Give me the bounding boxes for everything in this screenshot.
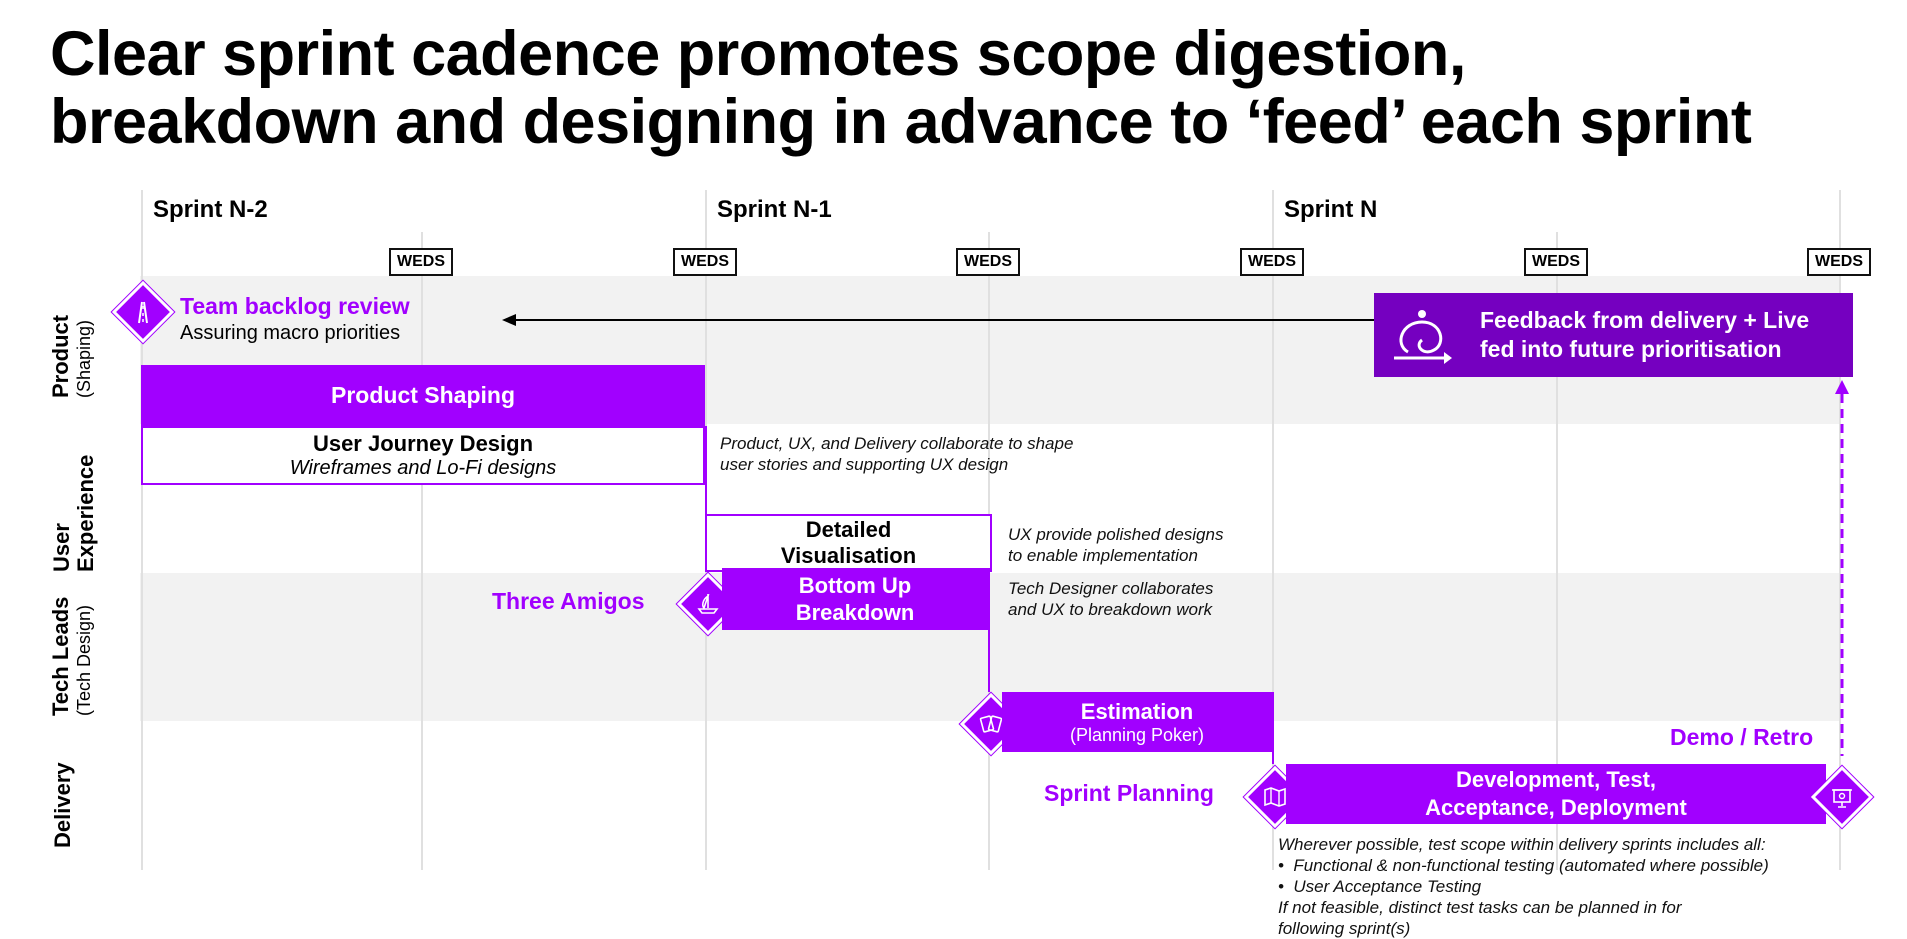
collab-note: Product, UX, and Delivery collaborate to…: [720, 433, 1073, 475]
note-bullet-text: User Acceptance Testing: [1293, 877, 1482, 896]
sailboat-icon: [697, 594, 719, 614]
bottom-up-line-1: Bottom Up: [798, 573, 912, 598]
sprint-label-n-2: Sprint N-2: [153, 196, 268, 223]
detailed-visualisation-box: Detailed Visualisation: [705, 514, 992, 572]
lane-label-tech: Tech Leads (Tech Design): [48, 596, 95, 716]
title-line-2: breakdown and designing in advance to ‘f…: [50, 87, 1752, 157]
backlog-subtitle: Assuring macro priorities: [180, 322, 401, 344]
development-line-1: Development, Test,: [1455, 767, 1657, 792]
lane-title: Tech Leads: [48, 596, 73, 716]
development-box: Development, Test, Acceptance, Deploymen…: [1286, 764, 1826, 824]
note-line: Tech Designer collaborates: [1008, 579, 1214, 598]
backlog-diamond: [111, 280, 175, 344]
presentation-board-icon: [1832, 789, 1852, 808]
grid-line: [1272, 190, 1274, 870]
grid-line: [141, 190, 143, 870]
test-scope-note: Wherever possible, test scope within del…: [1278, 834, 1769, 939]
weds-marker: WEDS: [1807, 248, 1871, 276]
user-journey-design-box: User Journey Design Wireframes and Lo-Fi…: [141, 426, 705, 485]
note-line: UX provide polished designs: [1008, 525, 1224, 544]
three-amigos-label: Three Amigos: [492, 588, 645, 614]
tech-note: Tech Designer collaborates and UX to bre…: [1008, 578, 1213, 620]
feedback-line-1: Feedback from delivery + Live: [1480, 307, 1810, 333]
lane-title: User Experience: [49, 454, 98, 572]
lane-label-ux: User Experience: [49, 402, 98, 572]
lane-label-delivery: Delivery: [50, 762, 75, 848]
estimation-title: Estimation: [1080, 698, 1194, 724]
title-line-1: Clear sprint cadence promotes scope dige…: [50, 19, 1466, 89]
development-line-2: Acceptance, Deployment: [1425, 795, 1687, 820]
grid-line: [1839, 190, 1841, 870]
demo-feedback-arrow: [1835, 380, 1849, 756]
detailed-vis-line-2: Visualisation: [780, 543, 917, 568]
bottom-up-breakdown-box: Bottom Up Breakdown: [722, 568, 988, 630]
connector-line: [705, 426, 707, 516]
feedback-box: Feedback from delivery + Live fed into f…: [1374, 293, 1853, 377]
page-title: Clear sprint cadence promotes scope dige…: [50, 20, 1890, 156]
bottom-up-line-2: Breakdown: [795, 600, 915, 625]
sprint-label-n: Sprint N: [1284, 196, 1378, 223]
estimation-subtitle: (Planning Poker): [1069, 724, 1205, 745]
product-shaping-box: Product Shaping: [141, 365, 705, 426]
estimation-diamond: [959, 692, 1023, 756]
lane-title: Delivery: [50, 762, 75, 848]
loop-arrow-icon: [1394, 310, 1452, 364]
note-bullet-text: Functional & non-functional testing (aut…: [1293, 856, 1769, 875]
detailed-vis-line-1: Detailed: [805, 517, 892, 542]
note-bullet: • User Acceptance Testing: [1278, 877, 1482, 896]
lane-label-product: Product (Shaping): [48, 314, 95, 398]
lane-subtitle: (Tech Design): [74, 604, 94, 716]
note-line: following sprint(s): [1278, 919, 1411, 938]
map-pin-icon: [1264, 787, 1286, 807]
sprint-label-n-1: Sprint N-1: [717, 196, 832, 223]
ujd-subtitle: Wireframes and Lo-Fi designs: [289, 457, 557, 479]
weds-marker: WEDS: [1240, 248, 1304, 276]
note-line: to enable implementation: [1008, 546, 1198, 565]
road-icon: [138, 301, 148, 324]
note-bullet: • Functional & non-functional testing (a…: [1278, 856, 1769, 875]
sprint-planning-diamond: [1243, 765, 1307, 829]
backlog-title: Team backlog review: [180, 293, 410, 319]
grid-line: [421, 232, 423, 870]
feedback-arrow: [502, 314, 1378, 326]
weds-marker: WEDS: [389, 248, 453, 276]
estimation-box: Estimation (Planning Poker): [1002, 692, 1272, 752]
cards-icon: [979, 715, 1003, 733]
weds-marker: WEDS: [1524, 248, 1588, 276]
grid-line: [1556, 232, 1558, 870]
sprint-planning-label: Sprint Planning: [1044, 780, 1214, 806]
connector-line: [1272, 692, 1274, 764]
note-line: Wherever possible, test scope within del…: [1278, 835, 1766, 854]
note-line: user stories and supporting UX design: [720, 455, 1009, 474]
feedback-line-2: fed into future prioritisation: [1480, 336, 1782, 362]
connector-line: [988, 568, 990, 692]
weds-marker: WEDS: [673, 248, 737, 276]
three-amigos-diamond: [676, 572, 740, 636]
weds-marker: WEDS: [956, 248, 1020, 276]
ujd-title: User Journey Design: [312, 431, 534, 456]
lane-subtitle: (Shaping): [74, 319, 94, 398]
product-shaping-label: Product Shaping: [331, 382, 515, 408]
ux-note: UX provide polished designs to enable im…: [1008, 524, 1223, 566]
note-line: and UX to breakdown work: [1008, 600, 1213, 619]
demo-diamond: [1810, 765, 1874, 829]
lane-title: Product: [48, 314, 73, 398]
note-line: If not feasible, distinct test tasks can…: [1278, 898, 1682, 917]
demo-retro-label: Demo / Retro: [1670, 724, 1814, 750]
note-line: Product, UX, and Delivery collaborate to…: [720, 434, 1074, 453]
